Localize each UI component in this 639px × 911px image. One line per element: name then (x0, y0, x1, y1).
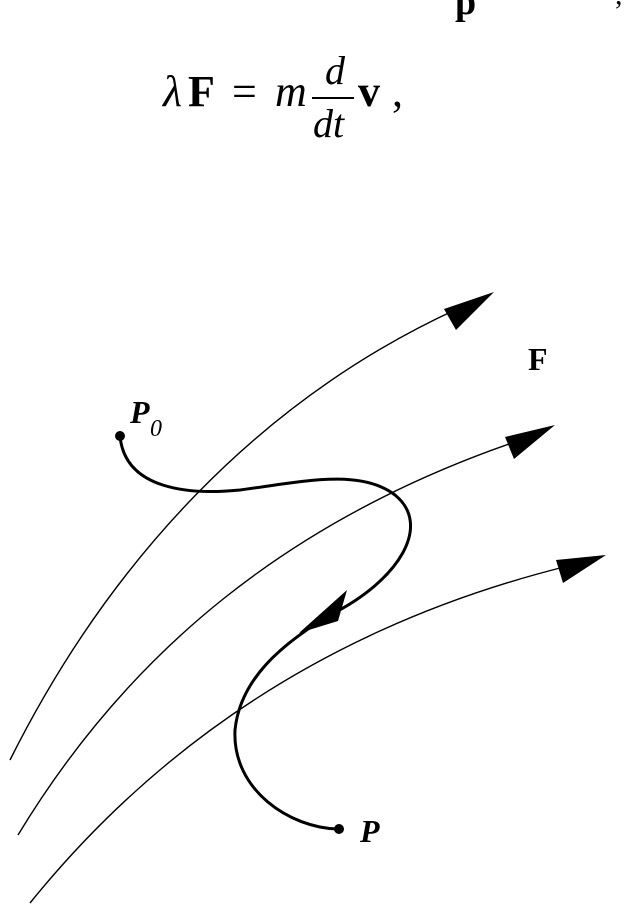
field-line-1 (9, 309, 456, 761)
start-point-dot (115, 431, 125, 441)
field-line-2 (17, 442, 513, 836)
equation-numerator: d (325, 48, 346, 93)
field-label: F (528, 341, 548, 377)
end-point-label: P (359, 813, 380, 849)
equation-equals: = (232, 67, 257, 116)
equation-force: F (188, 67, 215, 116)
trajectory-arrowhead (299, 590, 347, 633)
field-line-2-arrowhead (505, 425, 555, 459)
equation-denominator: dt (313, 101, 345, 146)
equation-velocity: v (358, 67, 380, 116)
equation: λ F = m d dt v , (161, 48, 403, 146)
field-line-1-arrowhead (444, 292, 494, 330)
trajectory-path (118, 435, 413, 831)
field-line-3-arrowhead (556, 555, 606, 583)
start-point-subscript: 0 (150, 416, 162, 442)
header-fragment: p (455, 0, 476, 23)
start-point-label: P (129, 394, 150, 430)
field-lines (9, 309, 569, 904)
field-line-3 (29, 565, 569, 904)
equation-lambda: λ (161, 67, 182, 116)
header-fragment-comma: , (615, 0, 623, 11)
field-arrowheads (444, 292, 606, 583)
equation-trailing-comma: , (392, 67, 403, 116)
equation-mass: m (275, 67, 307, 116)
end-point-dot (334, 824, 344, 834)
